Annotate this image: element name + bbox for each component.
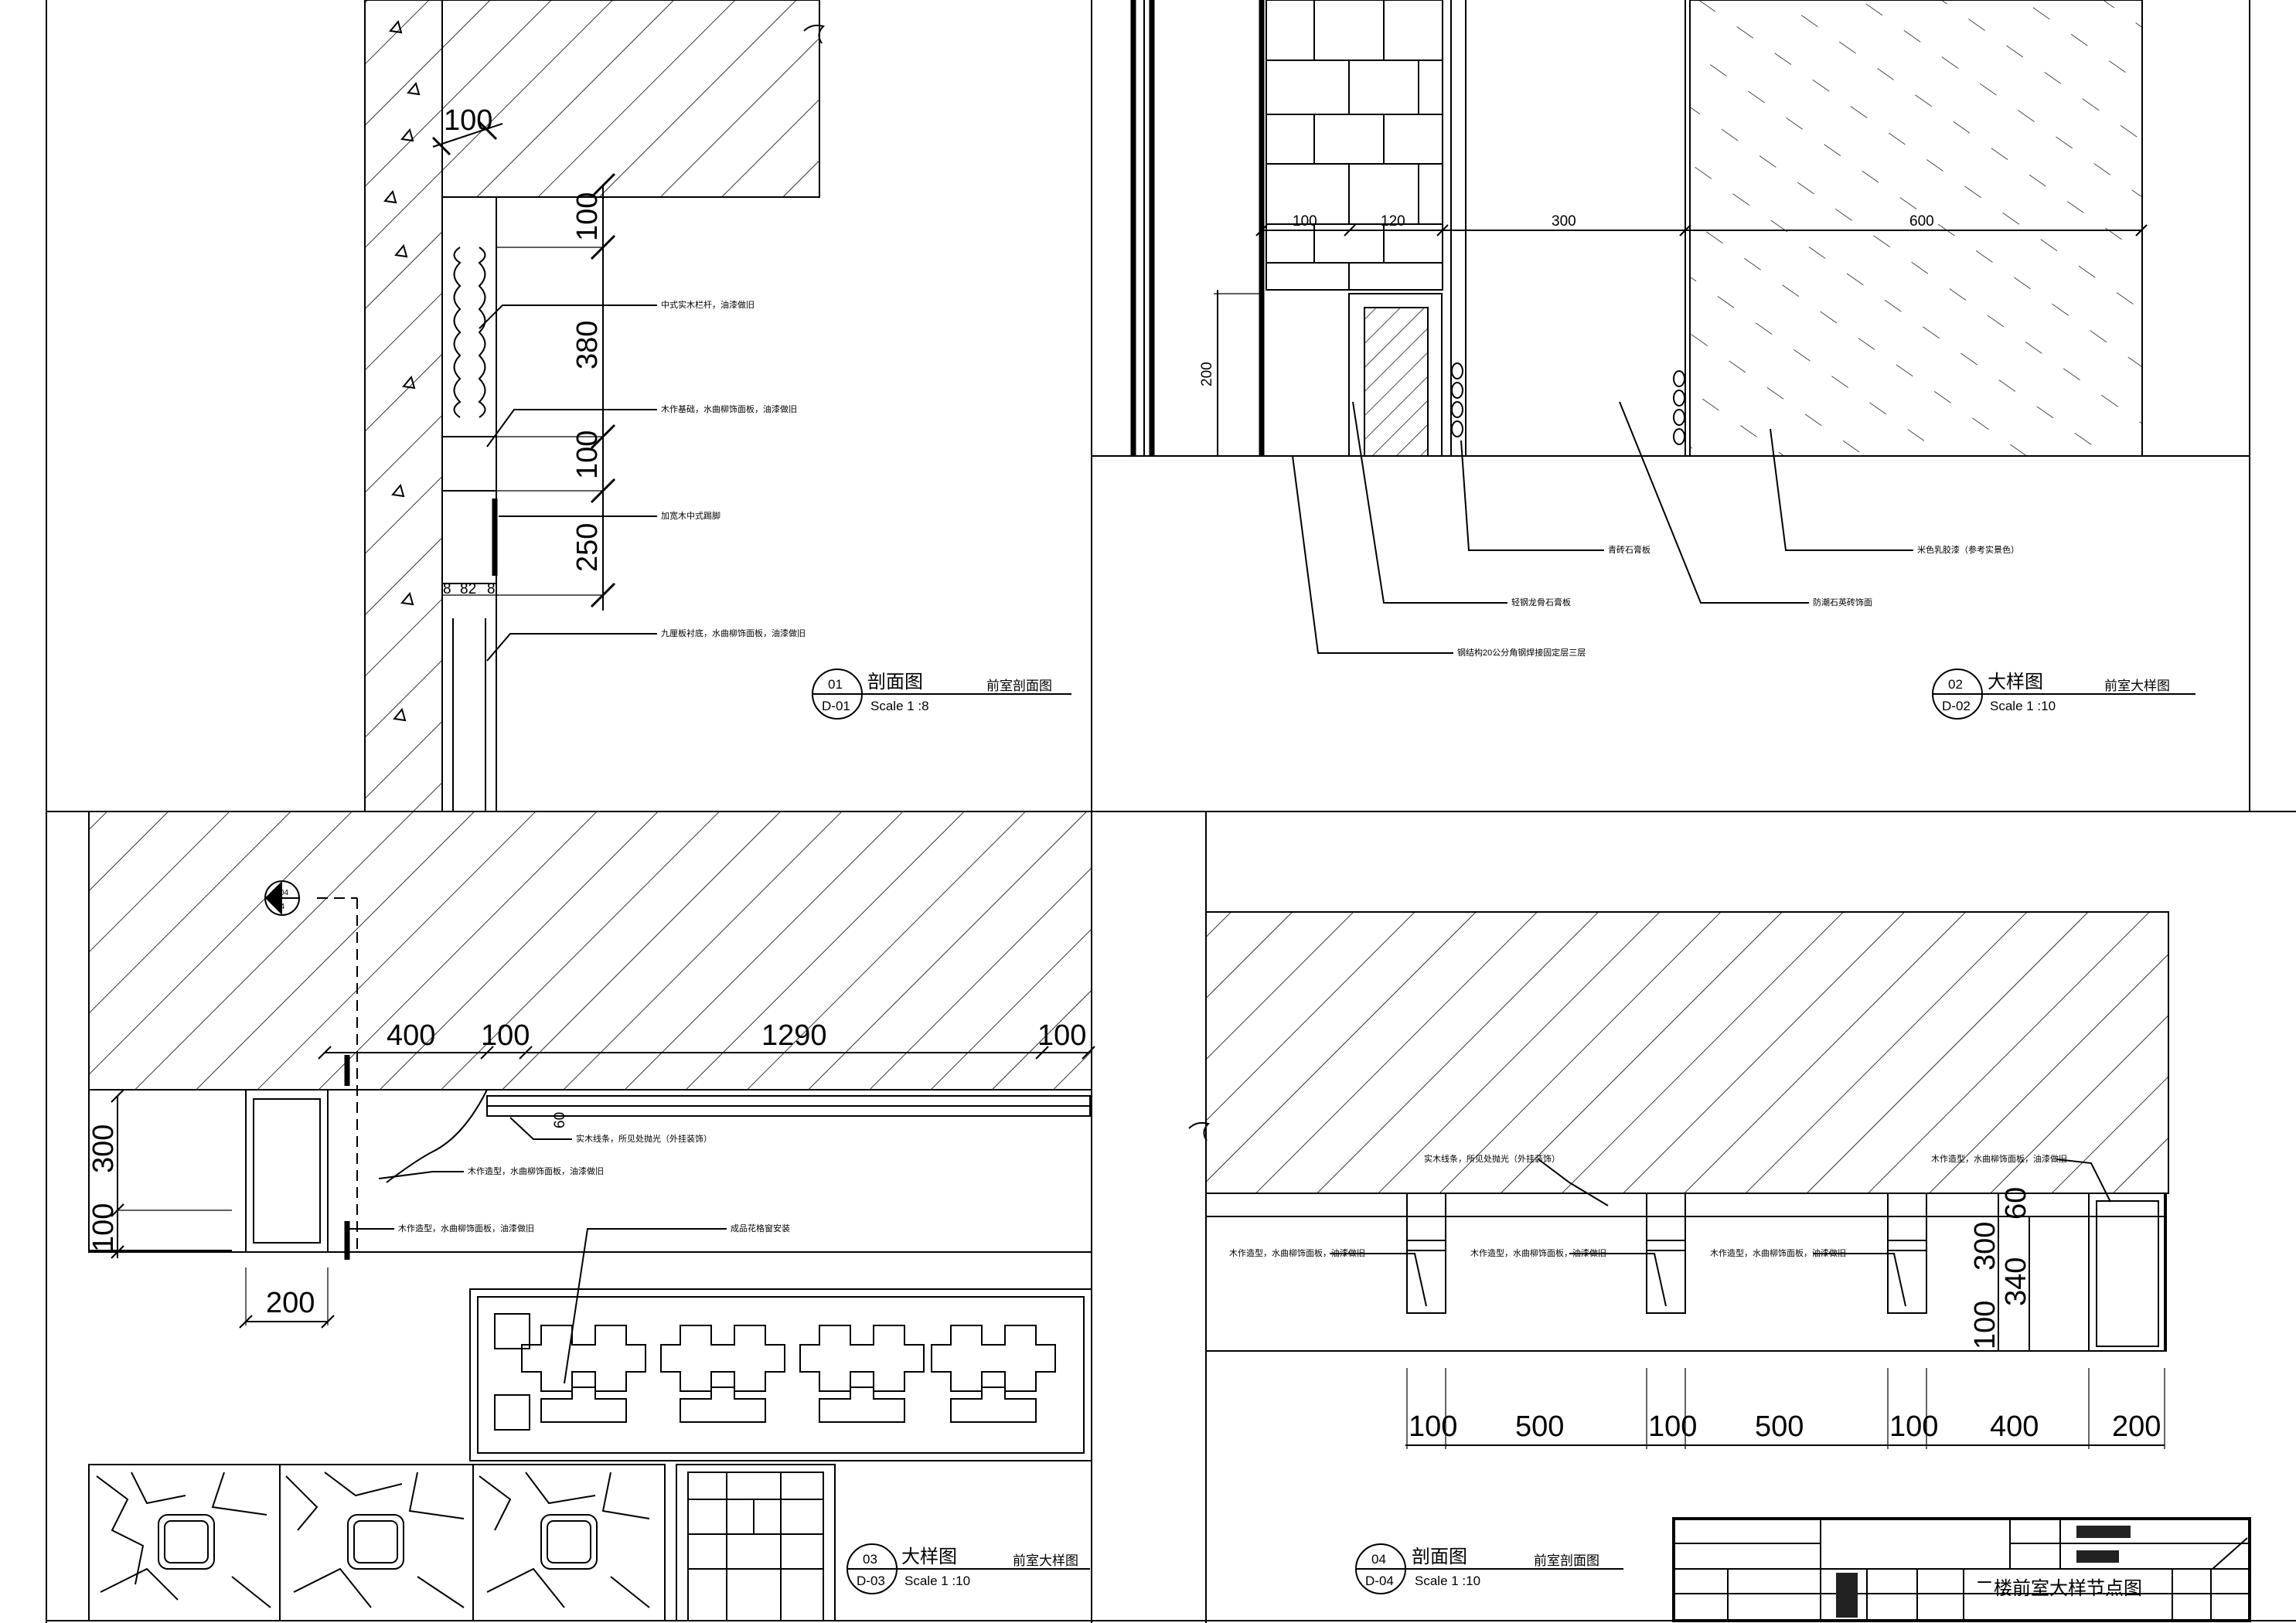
svg-text:前室剖面图: 前室剖面图	[1534, 1553, 1599, 1568]
dim-v04-6: 400	[1990, 1410, 2039, 1443]
dim-v03-1: 400	[387, 1019, 435, 1052]
dim-v01-vert-3: 100	[571, 430, 604, 479]
dim-v04-vert-4: 100	[1969, 1301, 2001, 1349]
note-v03-2: 木作造型，水曲柳饰面板，油漆做旧	[468, 1165, 604, 1176]
svg-text:03: 03	[863, 1552, 877, 1567]
dim-v04-3: 100	[1648, 1410, 1697, 1443]
note-v04-3: 木作造型，水曲柳饰面板，油漆做旧	[1470, 1247, 1606, 1258]
svg-text:02: 02	[1948, 677, 1963, 692]
floor-slab	[441, 0, 820, 198]
dim-v02-2: 120	[1381, 213, 1405, 230]
svg-text:Scale 1 :10: Scale 1 :10	[904, 1574, 970, 1588]
dim-v03-bottom: 200	[266, 1287, 315, 1319]
svg-text:D 04: D 04	[272, 889, 289, 897]
view-title-04: 04 D-04 剖面图 Scale 1 :10 前室剖面图	[1355, 1543, 1623, 1594]
section-marker: D 04 04	[264, 880, 300, 916]
dim-v03-4: 100	[1037, 1019, 1086, 1052]
note-v02-3: 青砖石膏板	[1608, 544, 1650, 555]
dim-v04-vert-1: 60	[2000, 1187, 2032, 1220]
dim-v02-vert: 200	[1199, 362, 1215, 386]
lattice-window	[469, 1288, 1092, 1461]
view-title-03: 03 D-03 大样图 Scale 1 :10 前室大样图	[847, 1543, 1090, 1594]
dim-v03-small: 60	[552, 1112, 568, 1128]
dim-v01-vert-4: 250	[571, 523, 604, 572]
dim-v01-bottom-2: 82	[460, 581, 476, 597]
ceiling-slab-v03	[88, 811, 1092, 1091]
cracked-ice-panels	[88, 1464, 666, 1621]
note-v02-2: 轻钢龙骨石膏板	[1511, 597, 1571, 607]
dim-v01-bottom-3: 8	[487, 581, 496, 597]
ceiling-slab-v04	[1205, 911, 2169, 1194]
steel-core	[1364, 307, 1429, 457]
svg-text:大样图: 大样图	[901, 1546, 957, 1567]
view-03-detail: D 04 04 400 100 1290 100 60 300 100 2	[87, 811, 1095, 1621]
tile-face	[1689, 0, 2143, 457]
note-v03-1: 实木线条，所见处抛光（外挂装饰）	[576, 1133, 712, 1144]
baluster	[453, 247, 486, 418]
view-title-02: 02 D-02 大样图 Scale 1 :10 前室大样图	[1932, 669, 2196, 720]
note-v04-2: 木作造型，水曲柳饰面板，油漆做旧	[1229, 1247, 1365, 1258]
note-v03-3: 木作造型，水曲柳饰面板，油漆做旧	[398, 1223, 534, 1233]
dim-v04-5: 100	[1889, 1410, 1938, 1443]
dim-v01-vert-2: 380	[571, 321, 604, 369]
grid-panel	[676, 1464, 836, 1621]
note-v02-4: 防潮石英砖饰面	[1813, 597, 1872, 607]
dim-v02-4: 600	[1909, 213, 1934, 230]
brick-wall	[1266, 0, 1443, 291]
note-v02-1: 钢结构20公分角钢焊接固定层三层	[1457, 647, 1586, 658]
svg-text:Scale 1 :8: Scale 1 :8	[870, 699, 929, 713]
title-block: 二楼前室大样节点图	[1672, 1517, 2251, 1622]
svg-text:04: 04	[1371, 1552, 1386, 1567]
svg-text:大样图: 大样图	[1988, 672, 2043, 692]
note-v03-4: 成品花格窗安装	[731, 1223, 790, 1233]
note-v04-5: 木作造型，水曲柳饰面板，油漆做旧	[1931, 1153, 2067, 1164]
dim-v03-3: 1290	[761, 1019, 827, 1052]
view-01-section: 100 100 380 100 250 8 82 8 中式实木栏杆，油漆做旧 木…	[364, 0, 1071, 812]
svg-text:D-04: D-04	[1365, 1574, 1394, 1588]
dim-v03-vert-2: 100	[87, 1203, 120, 1252]
note-v02-5: 米色乳胶漆（参考实景色）	[1917, 544, 2019, 555]
dim-v01-top: 100	[444, 104, 492, 137]
svg-text:剖面图: 剖面图	[867, 672, 923, 692]
svg-text:D-01: D-01	[822, 699, 850, 713]
view-02-detail: 100 120 300 600 200 钢结构20公分角钢焊接固定层三层 轻钢龙…	[1092, 0, 2250, 720]
dim-v04-vert-2: 300	[1969, 1222, 2001, 1271]
dim-v04-vert-3: 340	[2000, 1257, 2032, 1306]
dim-v01-bottom-1: 8	[443, 581, 451, 597]
note-v01-4: 九厘板衬底，水曲柳饰面板，油漆做旧	[661, 628, 806, 638]
svg-text:前室剖面图: 前室剖面图	[986, 679, 1052, 693]
note-v04-1: 实木线条，所见处抛光（外挂装饰）	[1424, 1153, 1560, 1164]
dim-v04-1: 100	[1409, 1410, 1457, 1443]
masonry-wall	[364, 0, 443, 812]
svg-text:D-02: D-02	[1942, 699, 1971, 713]
svg-text:剖面图: 剖面图	[1412, 1546, 1467, 1567]
note-v01-3: 加宽木中式踢脚	[661, 510, 720, 521]
svg-text:04: 04	[276, 903, 285, 911]
svg-text:01: 01	[828, 677, 843, 692]
dim-v04-2: 500	[1515, 1410, 1564, 1443]
note-v04-4: 木作造型，水曲柳饰面板，油漆做旧	[1710, 1247, 1846, 1258]
dim-v02-1: 100	[1293, 213, 1317, 230]
view-title-01: 01 D-01 剖面图 Scale 1 :8 前室剖面图	[812, 669, 1071, 720]
dim-v04-7: 200	[2112, 1410, 2161, 1443]
dim-v01-vert-1: 100	[571, 192, 604, 241]
dim-v03-2: 100	[481, 1019, 530, 1052]
svg-text:前室大样图: 前室大样图	[2104, 679, 2170, 693]
dim-v03-vert-1: 300	[87, 1125, 120, 1173]
note-v01-1: 中式实木栏杆，油漆做旧	[661, 299, 755, 310]
dim-v02-3: 300	[1552, 213, 1576, 230]
svg-text:D-03: D-03	[857, 1574, 885, 1588]
drawing-title: 二楼前室大样节点图	[1975, 1578, 2142, 1599]
svg-text:Scale 1 :10: Scale 1 :10	[1990, 699, 2056, 713]
view-04-section: 100 500 100 500 100 400 200 60 300 340 1…	[1188, 911, 2169, 1594]
dim-v04-4: 500	[1755, 1410, 1804, 1443]
svg-text:Scale 1 :10: Scale 1 :10	[1415, 1574, 1480, 1588]
note-v01-2: 木作基础，水曲柳饰面板，油漆做旧	[661, 403, 797, 414]
aggregate-marks	[383, 19, 421, 722]
svg-text:前室大样图: 前室大样图	[1013, 1553, 1078, 1568]
